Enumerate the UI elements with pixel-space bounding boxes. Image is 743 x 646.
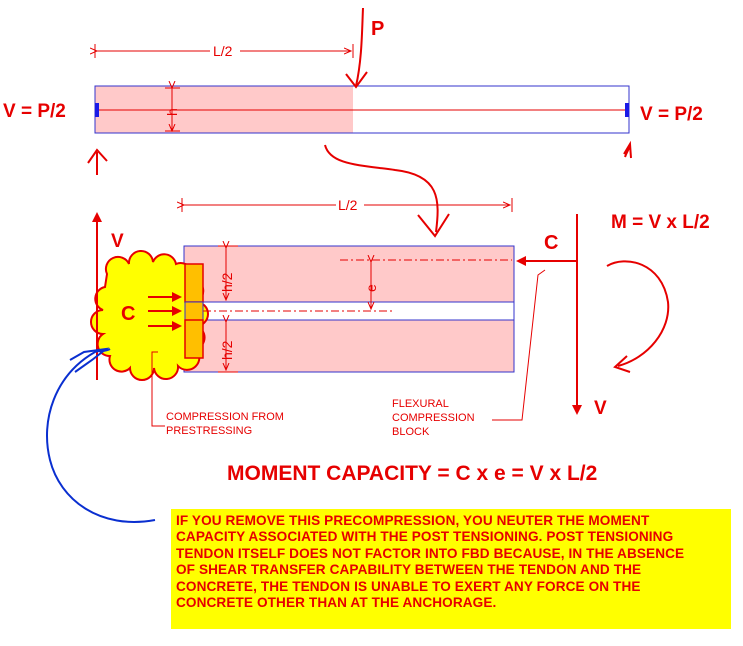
free-body-diagram: L/2 C V h/2 h/2 e C (90, 197, 710, 438)
load-arrow-head (345, 71, 368, 89)
depth-label: h (164, 108, 180, 116)
top-beam: h L/2 P V = P/2 V = P/2 (3, 7, 703, 175)
pointer-curve-arrowhead (417, 213, 450, 238)
note-line-6: CONCRETE OTHER THAN AT THE ANCHORAGE. (176, 595, 497, 611)
fbd-beam-upper (184, 246, 514, 302)
precompression-note: IF YOU REMOVE THIS PRECOMPRESSION, YOU N… (171, 509, 731, 629)
load-arrow-stroke (355, 7, 364, 87)
note-line-5: CONCRETE, THE TENDON IS UNABLE TO EXERT … (176, 578, 641, 594)
reaction-right-arrow (623, 140, 632, 159)
moment-arc (606, 260, 670, 367)
prestress-force-label: C (121, 303, 135, 325)
fbd-span-label: L/2 (338, 197, 358, 213)
flexural-callout-line-1: FLEXURAL (392, 398, 449, 410)
flexural-callout-line-3: BLOCK (392, 426, 430, 438)
compression-block-orange-bottom (184, 319, 204, 359)
load-label: P (371, 18, 384, 40)
compression-block-orange-mid (184, 301, 204, 321)
left-anchorage (95, 103, 99, 117)
left-shear-label: V (111, 231, 124, 252)
fbd-beam-lower (184, 320, 514, 372)
note-line-2: CAPACITY ASSOCIATED WITH THE POST TENSIO… (176, 529, 674, 545)
right-shear-label: V (594, 398, 607, 419)
reaction-left-label: V = P/2 (3, 101, 66, 122)
note-line-3: TENDON ITSELF DOES NOT FACTOR INTO FBD B… (176, 545, 685, 561)
flexural-force-label: C (544, 232, 558, 254)
prestress-callout-line-1: COMPRESSION FROM (166, 411, 284, 423)
pointer-curve-arrow (324, 144, 439, 233)
compression-block-orange-top (184, 263, 204, 303)
moment-capacity-equation: MOMENT CAPACITY = C x e = V x L/2 (227, 462, 597, 485)
blue-pen-arrowhead (69, 347, 110, 373)
prestress-callout-line-2: PRESTRESSING (166, 425, 252, 437)
upper-half-label: h/2 (219, 272, 235, 292)
blue-pen-curve (46, 348, 156, 523)
right-anchorage (625, 103, 629, 117)
reaction-left-arrow (87, 148, 108, 175)
span-label-top: L/2 (213, 43, 233, 59)
prestress-callout-leader (151, 351, 165, 427)
flexural-callout-line-2: COMPRESSION (392, 412, 475, 424)
note-line-1: IF YOU REMOVE THIS PRECOMPRESSION, YOU N… (176, 513, 650, 528)
moment-arc-head (613, 355, 631, 373)
flexural-callout-leader (492, 269, 546, 421)
eccentricity-label: e (363, 284, 379, 292)
moment-label: M = V x L/2 (611, 212, 710, 233)
reaction-right-label: V = P/2 (640, 104, 703, 125)
lower-half-label: h/2 (219, 340, 235, 360)
note-line-4: OF SHEAR TRANSFER CAPABILITY BETWEEN THE… (176, 562, 642, 578)
